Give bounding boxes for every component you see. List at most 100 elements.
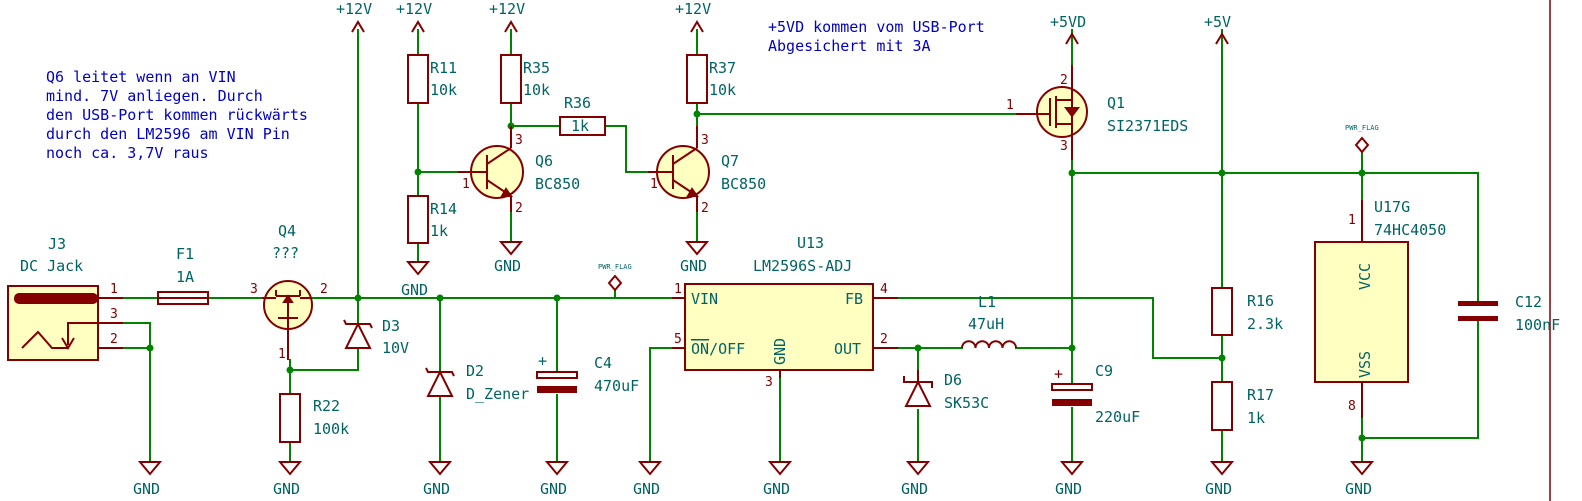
r22-resistor: R22 100k [279, 393, 349, 443]
svg-text:PWR_FLAG: PWR_FLAG [1345, 124, 1379, 132]
svg-text:FB: FB [845, 290, 863, 308]
svg-text:U17G: U17G [1374, 198, 1410, 216]
svg-text:LM2596S-ADJ: LM2596S-ADJ [753, 257, 852, 275]
svg-text:2: 2 [110, 332, 118, 347]
f1-fuse: F1 1A [157, 245, 209, 305]
svg-text:GND: GND [763, 480, 790, 498]
svg-text:Q4: Q4 [278, 222, 296, 240]
svg-text:R37: R37 [709, 59, 736, 77]
svg-text:VIN: VIN [691, 290, 718, 308]
r37-resistor: R37 10k [686, 54, 736, 104]
svg-text:???: ??? [272, 244, 299, 262]
svg-text:2: 2 [515, 201, 523, 216]
svg-text:100nF: 100nF [1515, 316, 1560, 334]
svg-text:ON/OFF: ON/OFF [691, 340, 745, 358]
svg-text:den USB-Port kommen rückwärts: den USB-Port kommen rückwärts [46, 106, 308, 124]
svg-text:+5V: +5V [1204, 13, 1231, 31]
svg-text:2: 2 [880, 332, 888, 347]
svg-text:Abgesichert mit 3A: Abgesichert mit 3A [768, 37, 931, 55]
svg-text:PWR_FLAG: PWR_FLAG [598, 263, 632, 271]
r11-resistor: R11 10k [407, 54, 457, 104]
pwr-flag-vin: PWR_FLAG [598, 263, 632, 292]
gnd-u13: GND [763, 461, 793, 498]
svg-text:1: 1 [1348, 213, 1356, 228]
svg-text:2: 2 [320, 282, 328, 297]
gnd-d2: GND [423, 461, 453, 498]
svg-text:SK53C: SK53C [944, 394, 989, 412]
svg-text:mind. 7V anliegen. Durch: mind. 7V anliegen. Durch [46, 87, 263, 105]
c9-capacitor: + C9 220uF [1051, 362, 1140, 426]
u13-lm2596: VIN FB OUT ON/OFF GND 1 4 5 2 3 U13 LM25… [672, 234, 898, 390]
svg-text:GND: GND [494, 257, 521, 275]
svg-text:2: 2 [1060, 73, 1068, 88]
svg-text:+12V: +12V [489, 0, 525, 18]
svg-text:220uF: 220uF [1095, 408, 1140, 426]
svg-text:R36: R36 [564, 94, 591, 112]
svg-text:1: 1 [462, 177, 470, 192]
q6-npn: 1 3 2 Q6 BC850 [458, 126, 580, 216]
junctions [146, 110, 1366, 442]
q1-mosfet: 1 2 3 Q1 SI2371EDS [1006, 65, 1188, 160]
svg-text:1: 1 [1006, 98, 1014, 113]
svg-text:GND: GND [423, 480, 450, 498]
svg-text:GND: GND [901, 480, 928, 498]
svg-text:J3: J3 [48, 235, 66, 253]
svg-text:1k: 1k [571, 117, 589, 135]
svg-text:C9: C9 [1095, 362, 1113, 380]
svg-text:3: 3 [1060, 139, 1068, 154]
svg-text:VSS: VSS [1356, 351, 1374, 378]
svg-text:10k: 10k [430, 81, 457, 99]
wires [122, 29, 1479, 463]
svg-text:BC850: BC850 [721, 175, 766, 193]
svg-text:R35: R35 [523, 59, 550, 77]
d6-schottky: D6 SK53C [903, 370, 989, 412]
svg-text:GND: GND [401, 281, 428, 299]
svg-text:10k: 10k [523, 81, 550, 99]
svg-text:470uF: 470uF [594, 377, 639, 395]
svg-text:R16: R16 [1247, 292, 1274, 310]
gnd-c9: GND [1055, 461, 1085, 498]
d3-zener: D3 10V [343, 317, 409, 357]
svg-text:1A: 1A [176, 268, 194, 286]
r17-resistor: R17 1k [1211, 381, 1274, 431]
power-12v-1: +12V [336, 0, 372, 33]
power-12v-4: +12V [675, 0, 711, 33]
svg-text:10k: 10k [709, 81, 736, 99]
r16-resistor: R16 2.3k [1211, 287, 1283, 336]
svg-text:4: 4 [880, 282, 888, 297]
svg-text:DC Jack: DC Jack [20, 257, 83, 275]
svg-text:U13: U13 [797, 234, 824, 252]
q7-npn: 1 3 2 Q7 BC850 [648, 126, 766, 216]
note-usb: +5VD kommen vom USB-Port Abgesichert mit… [768, 18, 985, 55]
svg-text:Q7: Q7 [721, 152, 739, 170]
power-5v: +5V [1204, 13, 1231, 45]
svg-text:GND: GND [1205, 480, 1232, 498]
gnd-u17: GND [1345, 461, 1375, 498]
svg-text:R14: R14 [430, 200, 457, 218]
r35-resistor: R35 10k [500, 54, 550, 104]
svg-text:noch ca. 3,7V raus: noch ca. 3,7V raus [46, 144, 209, 162]
r36-resistor: R36 1k [559, 94, 606, 136]
j3-dc-jack: 1 3 2 J3 DC Jack [7, 235, 123, 361]
svg-text:3: 3 [515, 133, 523, 148]
gnd-j3: GND [133, 461, 163, 498]
svg-text:OUT: OUT [834, 340, 861, 358]
svg-text:+12V: +12V [675, 0, 711, 18]
d2-zener: D2 D_Zener [425, 362, 529, 403]
svg-text:+12V: +12V [396, 0, 432, 18]
svg-text:Q1: Q1 [1107, 94, 1125, 112]
svg-text:1k: 1k [430, 222, 448, 240]
svg-text:+5VD: +5VD [1050, 13, 1086, 31]
svg-text:47uH: 47uH [968, 315, 1004, 333]
svg-text:3: 3 [765, 375, 773, 390]
svg-text:1: 1 [674, 282, 682, 297]
r14-resistor: R14 1k [407, 195, 457, 244]
power-symbols: +12V +12V +12V +12V +5VD +5V GND GND GND… [133, 0, 1379, 498]
c4-capacitor: + C4 470uF [536, 352, 639, 395]
note-q6: Q6 leitet wenn an VIN mind. 7V anliegen.… [46, 68, 308, 162]
svg-text:10V: 10V [382, 339, 409, 357]
gnd-c4: GND [540, 461, 570, 498]
svg-text:GND: GND [633, 480, 660, 498]
svg-text:C12: C12 [1515, 293, 1542, 311]
